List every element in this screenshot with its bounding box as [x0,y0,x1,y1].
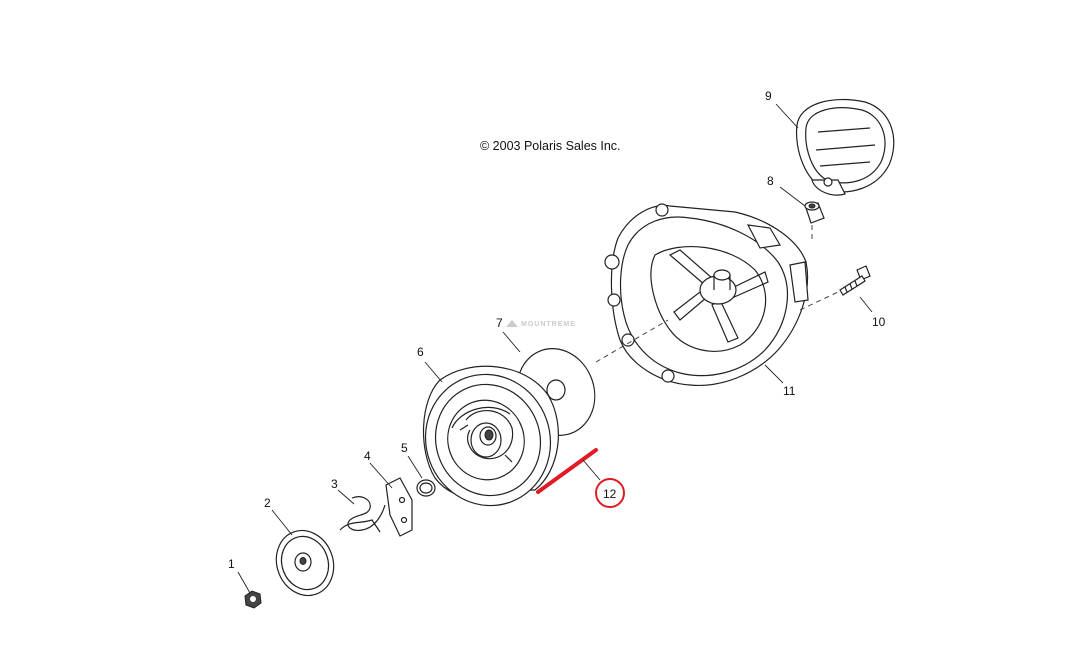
callout-7: 7 [496,316,503,330]
callout-12-circle [595,478,625,508]
assembly-axis [595,225,839,363]
callout-5: 5 [401,441,408,455]
callout-6: 6 [417,345,424,359]
callout-2: 2 [264,496,271,510]
rope-highlight-line [536,448,598,494]
part-2-plate [275,529,335,597]
part-10-bolt [839,265,871,296]
callout-12: 12 [603,487,617,501]
part-5-spring [416,479,436,497]
callout-3: 3 [331,477,338,491]
callout-10: 10 [872,315,886,329]
copyright-text: © 2003 Polaris Sales Inc. [480,139,621,153]
part-1-nut [244,590,262,609]
part-3-clip [339,496,386,533]
watermark-text: MOUNTREME [521,321,576,328]
callout-4: 4 [364,449,371,463]
watermark: MOUNTREME [506,320,576,328]
leader-lines [237,103,873,594]
callout-9: 9 [765,89,772,103]
watermark-logo-icon [506,320,518,327]
callout-11: 11 [783,384,796,398]
callout-labels: 1 2 3 4 5 6 7 8 9 10 11 [228,89,886,571]
part-4-pawl [385,477,413,537]
part-11-housing [604,203,809,387]
part-8-bushing [804,201,825,224]
part-6-pulley [422,365,559,507]
part-9-cover [795,98,895,196]
part-12-highlight: 12 [536,448,625,508]
callout-8: 8 [767,174,774,188]
callout-1: 1 [228,557,235,571]
